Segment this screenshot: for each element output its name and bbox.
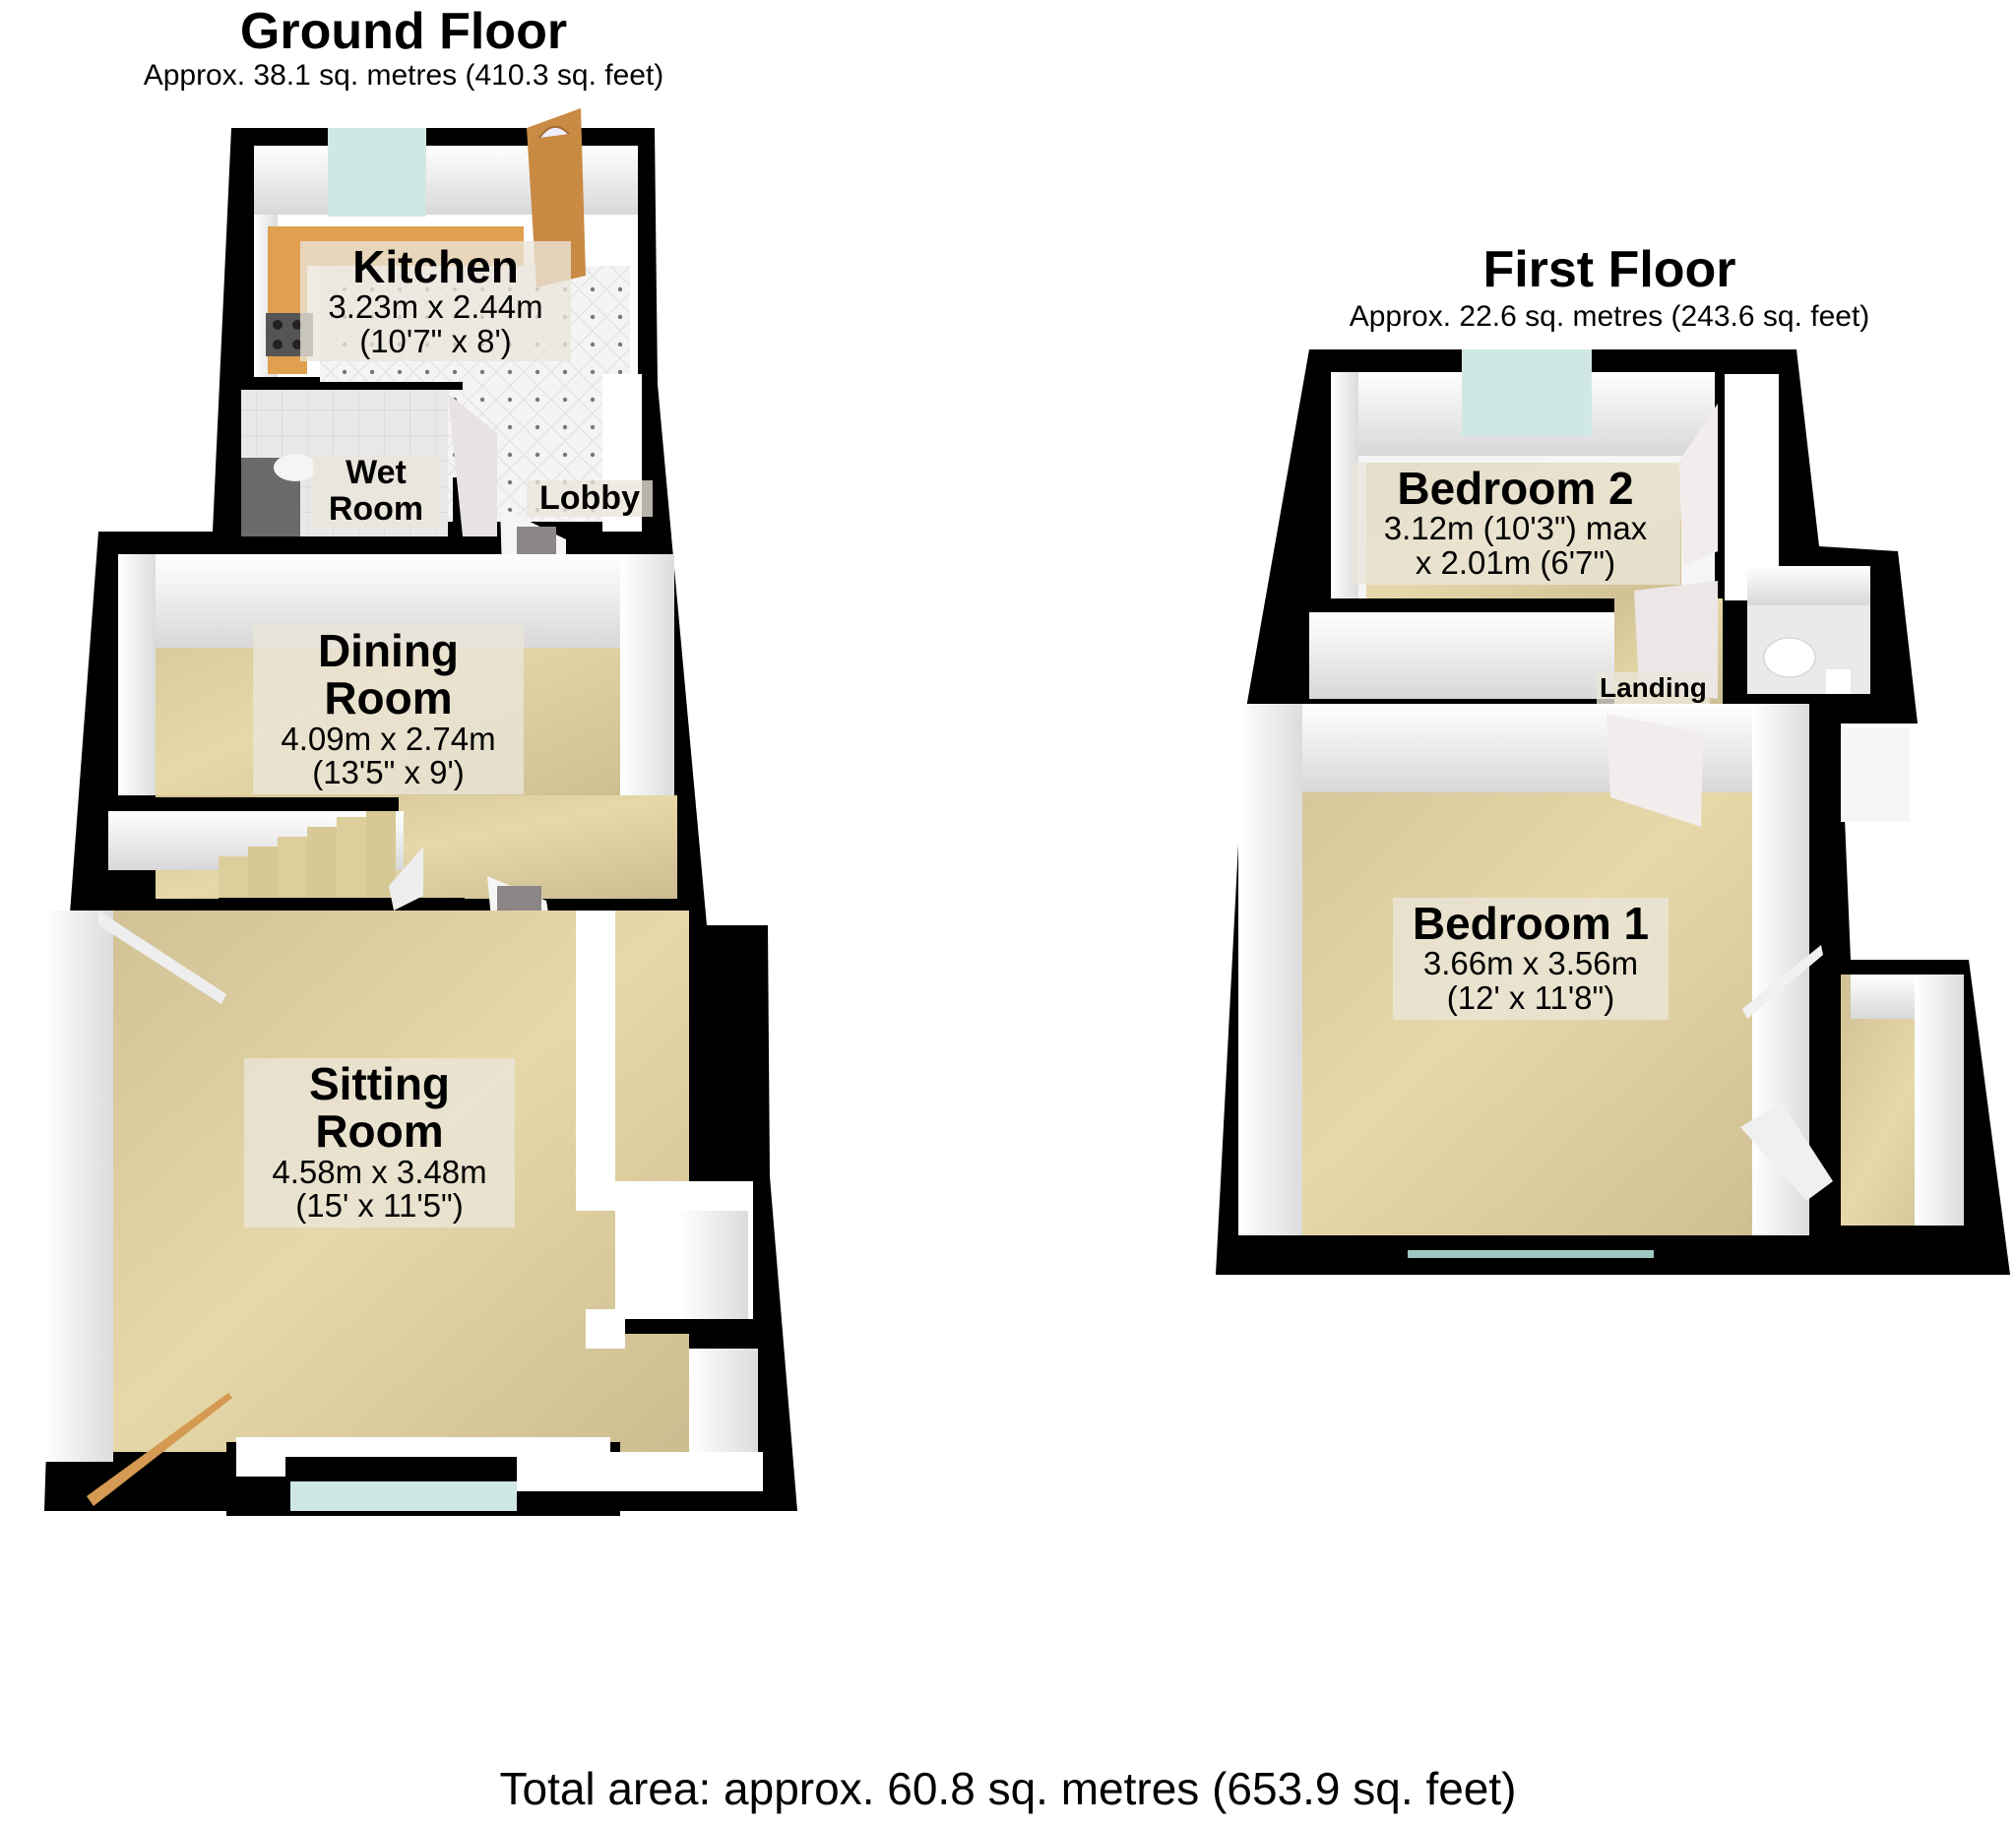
room-name: Landing [1600, 672, 1707, 703]
room-label-bedroom-1: Bedroom 1 3.66m x 3.56m (12' x 11'8") [1393, 898, 1669, 1020]
lobby-door [448, 394, 497, 536]
room-name: Lobby [539, 479, 640, 517]
room-label-bedroom-2: Bedroom 2 3.12m (10'3") max x 2.01m (6'7… [1351, 463, 1680, 585]
room-dimensions-imperial: x 2.01m (6'7") [1415, 543, 1616, 581]
ground-floor-plan [44, 108, 797, 1516]
ground-floor-area: Approx. 38.1 sq. metres (410.3 sq. feet) [143, 59, 664, 92]
room-name-line2: Room [324, 672, 453, 724]
room-label-lobby: Lobby [527, 479, 653, 518]
bedroom-1-door [1606, 714, 1703, 827]
room-dimensions-imperial: (15' x 11'5") [295, 1187, 464, 1225]
room-dimensions-metric: 3.23m x 2.44m [328, 288, 543, 326]
room-dimensions-imperial: (13'5" x 9') [312, 754, 465, 791]
room-name-line1: Wet [346, 454, 407, 491]
room-name: Bedroom 1 [1412, 898, 1650, 949]
room-name-line2: Room [328, 490, 424, 529]
room-dimensions-metric: 3.12m (10'3") max [1383, 510, 1648, 547]
room-name-line2: Room [315, 1105, 444, 1158]
room-name: Bedroom 2 [1397, 463, 1634, 514]
room-label-sitting-room: Sitting Room 4.58m x 3.48m (15' x 11'5") [244, 1058, 515, 1227]
first-floor-area: Approx. 22.6 sq. metres (243.6 sq. feet) [1349, 300, 1870, 333]
room-dimensions-imperial: (12' x 11'8") [1446, 978, 1615, 1016]
room-label-dining-room: Dining Room 4.09m x 2.74m (13'5" x 9') [253, 625, 524, 794]
sitting-room-entrance-door [87, 1393, 232, 1506]
room-dimensions-metric: 4.58m x 3.48m [272, 1153, 487, 1190]
room-label-landing: Landing [1597, 672, 1710, 704]
room-dimensions-metric: 4.09m x 2.74m [281, 720, 496, 757]
first-floor-title: First Floor [1482, 241, 1736, 298]
room-label-wet-room: Wet Room [313, 454, 439, 529]
room-name: Kitchen [352, 241, 519, 292]
ground-floor-title: Ground Floor [239, 3, 568, 60]
room-dimensions-imperial: (10'7" x 8') [359, 322, 512, 359]
landing-door [1634, 581, 1718, 699]
room-name-line1: Sitting [308, 1058, 451, 1109]
total-area: Total area: approx. 60.8 sq. metres (653… [499, 1763, 1517, 1814]
room-dimensions-metric: 3.66m x 3.56m [1422, 945, 1639, 982]
room-name-line1: Dining [317, 625, 460, 676]
room-label-kitchen: Kitchen 3.23m x 2.44m (10'7" x 8') [300, 241, 571, 361]
